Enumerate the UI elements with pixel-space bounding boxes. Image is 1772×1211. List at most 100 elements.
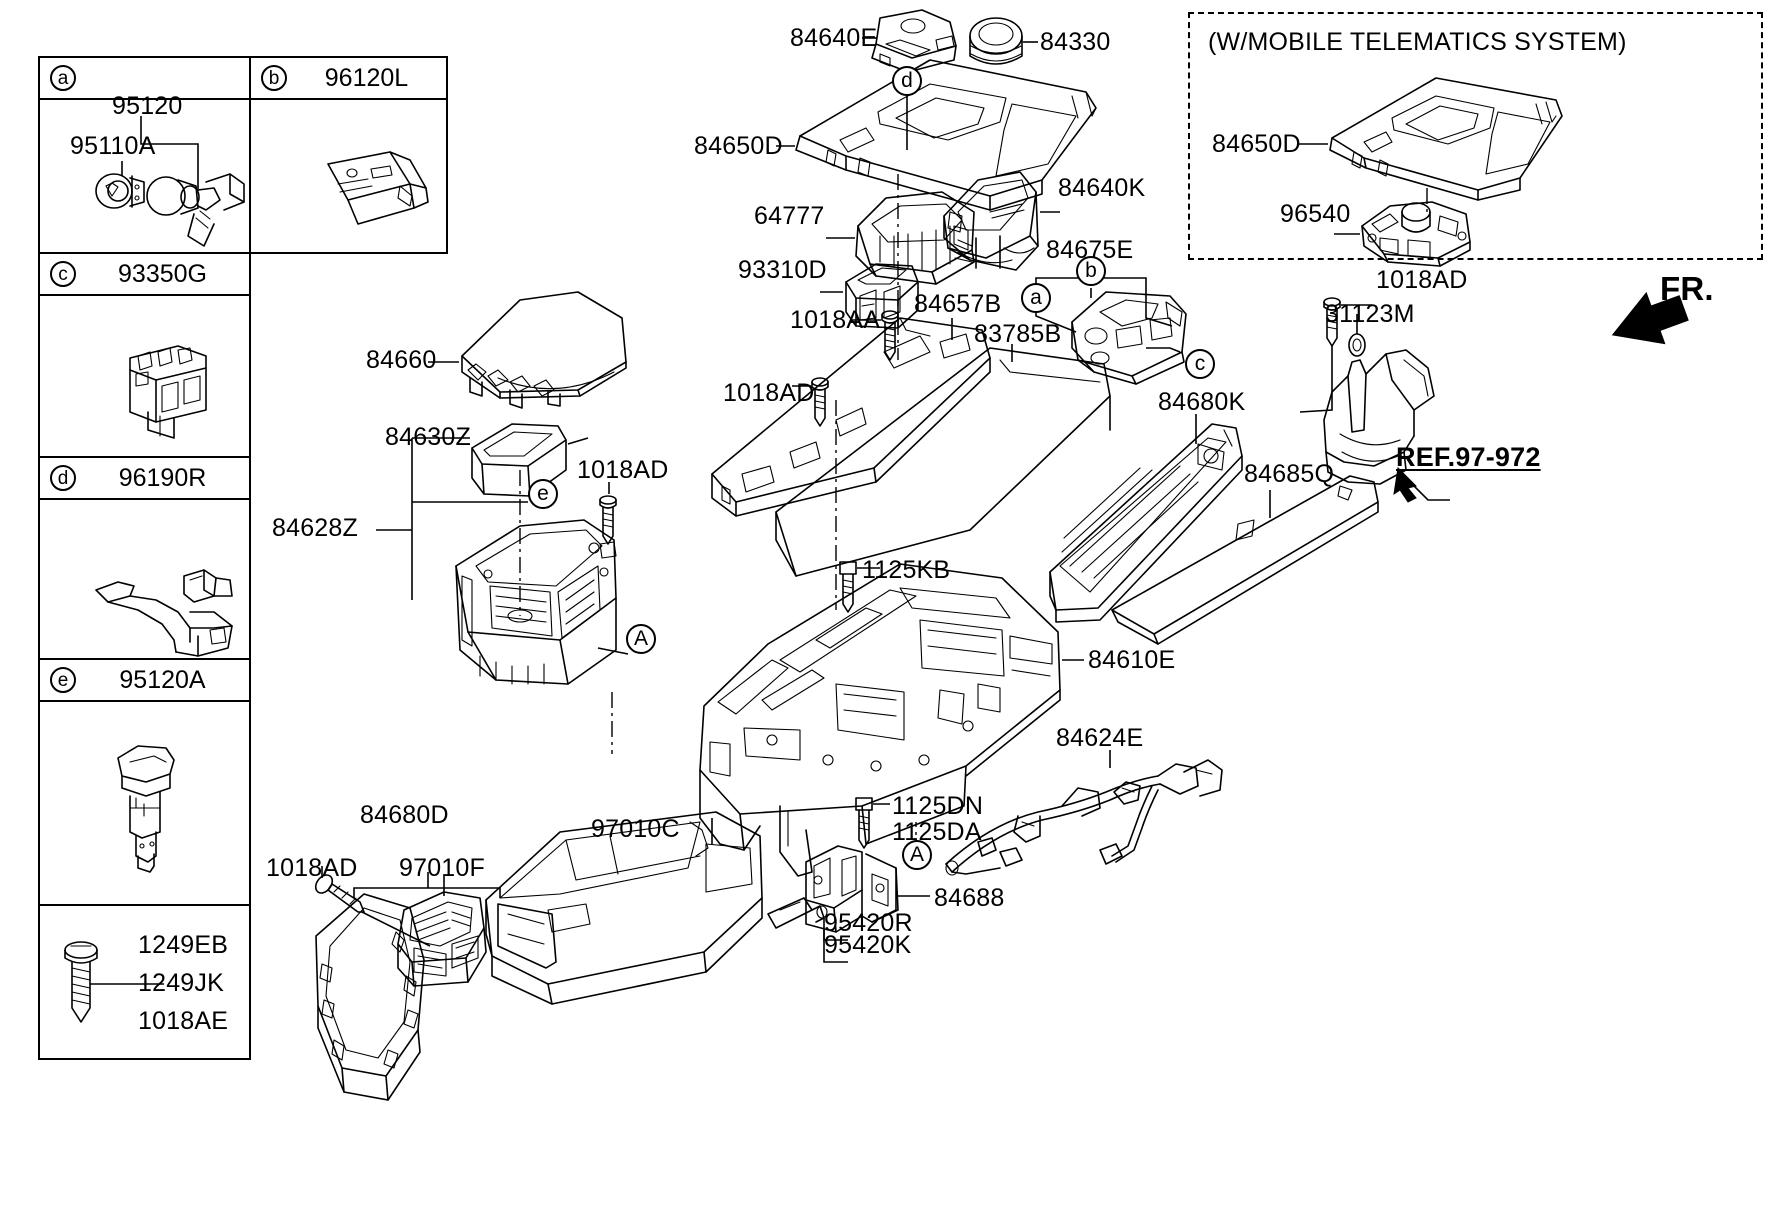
- leader-A-84628Z: [597, 647, 629, 655]
- callout-84640E: 84640E: [790, 24, 878, 52]
- part-84660-drawing: [461, 291, 627, 409]
- part-95110A-drawing: [95, 173, 145, 209]
- bubble-A-bottom: A: [902, 840, 932, 870]
- part-95120A-drawing: [117, 745, 175, 873]
- callout-84630Z: 84630Z: [385, 423, 471, 451]
- fr-arrow-icon: [1611, 291, 1689, 345]
- callout-84675E: 84675E: [1046, 236, 1134, 264]
- part-84624E-harness: [945, 759, 1223, 876]
- label-95120: 95120: [112, 92, 183, 120]
- part-96190R-drawing: [95, 569, 233, 657]
- callout-1018AD-btm: 1018AD: [266, 854, 358, 882]
- part-1018AD-mid-screw: [811, 377, 829, 427]
- legend-code-b: 96120L: [324, 63, 409, 92]
- callout-84680K: 84680K: [1158, 388, 1246, 416]
- leader-95420K: [823, 930, 848, 963]
- callout-95420R: 95420R: [824, 909, 913, 937]
- bubble-A-left: A: [626, 624, 656, 654]
- legend-code-e: 95120A: [119, 665, 206, 694]
- callout-1125DN: 1125DN: [892, 792, 984, 820]
- bracket-84680D: [353, 887, 501, 898]
- part-64777-drawing: [855, 191, 975, 285]
- callout-84650D: 84650D: [694, 132, 783, 160]
- callout-97010F: 97010F: [399, 854, 485, 882]
- legend-key-c-icon: c: [50, 261, 76, 287]
- part-1125KB-bolt: [839, 561, 857, 613]
- part-84657B-drawing: [711, 317, 991, 517]
- callout-84610E: 84610E: [1088, 646, 1176, 674]
- part-84680K-drawing: [1049, 423, 1243, 623]
- callout-84680D: 84680D: [360, 801, 449, 829]
- label-1018AE: 1018AE: [138, 1007, 229, 1035]
- part-97010C-drawing: [485, 811, 763, 1005]
- legend-code-c: 93350G: [118, 259, 207, 288]
- bubble-a: a: [1021, 283, 1051, 313]
- part-1018AD-btm-screw: [314, 874, 431, 947]
- part-84675E-drawing: [1071, 291, 1187, 385]
- callout-84640K: 84640K: [1058, 174, 1146, 202]
- part-84640K-drawing: [943, 171, 1039, 271]
- callout-1018AD-top: 1018AD: [1376, 266, 1468, 294]
- callout-84628Z: 84628Z: [272, 514, 358, 542]
- legend-code-d: 96190R: [118, 463, 207, 492]
- legend-artwork: [64, 116, 429, 1023]
- bubble-c: c: [1185, 349, 1215, 379]
- callout-96540: 96540: [1280, 200, 1351, 228]
- callout-1018AA: 1018AA: [790, 306, 881, 334]
- part-84680D-drawing: [315, 893, 425, 1101]
- callout-93310D: 93310D: [738, 256, 827, 284]
- part-84330-drawing: [969, 17, 1023, 65]
- label-telematics-note: (W/MOBILE TELEMATICS SYSTEM): [1208, 28, 1627, 56]
- bubble-d: d: [892, 66, 922, 96]
- part-84630Z-drawing: [471, 423, 567, 497]
- part-1125DN-bolt: [855, 797, 873, 849]
- callout-95420K: 95420K: [824, 931, 912, 959]
- part-83785B-drawing: [775, 347, 1111, 577]
- label-ref-97-972: REF.97-972: [1396, 442, 1541, 472]
- label-95110A: 95110A: [70, 132, 156, 160]
- callout-97010C: 97010C: [591, 815, 680, 843]
- callout-84650D-tele: 84650D: [1212, 130, 1301, 158]
- legend-key-e-icon: e: [50, 667, 76, 693]
- part-97010F-drawing: [397, 891, 487, 987]
- legend-cell-b: [249, 98, 448, 254]
- callout-31123M: 31123M: [1325, 300, 1415, 328]
- callout-84624E: 84624E: [1056, 724, 1144, 752]
- part-93350G-drawing: [129, 345, 207, 439]
- part-31123M-drawing: [1323, 333, 1435, 485]
- legend-key-d-icon: d: [50, 465, 76, 491]
- part-84610E-drawing: [699, 563, 1061, 877]
- leader-c-84675E-top: [1145, 288, 1173, 327]
- legend-table: a b 96120L c 93350G d 96190R e 95120A: [38, 56, 448, 1060]
- part-84628Z-drawing: [455, 519, 617, 685]
- callout-84660: 84660: [366, 346, 437, 374]
- part-96120L-drawing: [327, 151, 429, 225]
- callout-84688: 84688: [934, 884, 1005, 912]
- telematics-variant-box: [1188, 12, 1763, 260]
- leader-c-84675E: [1146, 347, 1181, 353]
- telematics-console-drawing: [1329, 77, 1563, 201]
- bubble-b: b: [1076, 256, 1106, 286]
- leader-84630Z: [567, 437, 589, 445]
- legend-cell-fasteners: [38, 904, 251, 1060]
- part-84688-drawing: [767, 845, 899, 933]
- part-fastener-screw-drawing: [64, 941, 164, 1023]
- callout-1125DA: 1125DA: [892, 818, 982, 846]
- legend-key-a-icon: a: [50, 65, 76, 91]
- callout-84330: 84330: [1040, 28, 1111, 56]
- label-1249EB: 1249EB: [138, 931, 229, 959]
- legend-key-b-icon: b: [261, 65, 287, 91]
- legend-header-d: d 96190R: [38, 456, 251, 500]
- callout-1018AD-mid: 1018AD: [723, 379, 815, 407]
- callout-64777: 64777: [754, 202, 825, 230]
- part-1018AD-left-screw: [599, 495, 617, 545]
- callout-84685Q: 84685Q: [1244, 460, 1335, 488]
- callout-83785B: 83785B: [974, 320, 1062, 348]
- callout-84657B: 84657B: [914, 290, 1002, 318]
- part-84685Q-drawing: [1111, 475, 1379, 645]
- callout-1018AD-left: 1018AD: [577, 456, 669, 484]
- part-95120-drawing: [146, 173, 245, 247]
- part-84650D-drawing: [795, 59, 1097, 211]
